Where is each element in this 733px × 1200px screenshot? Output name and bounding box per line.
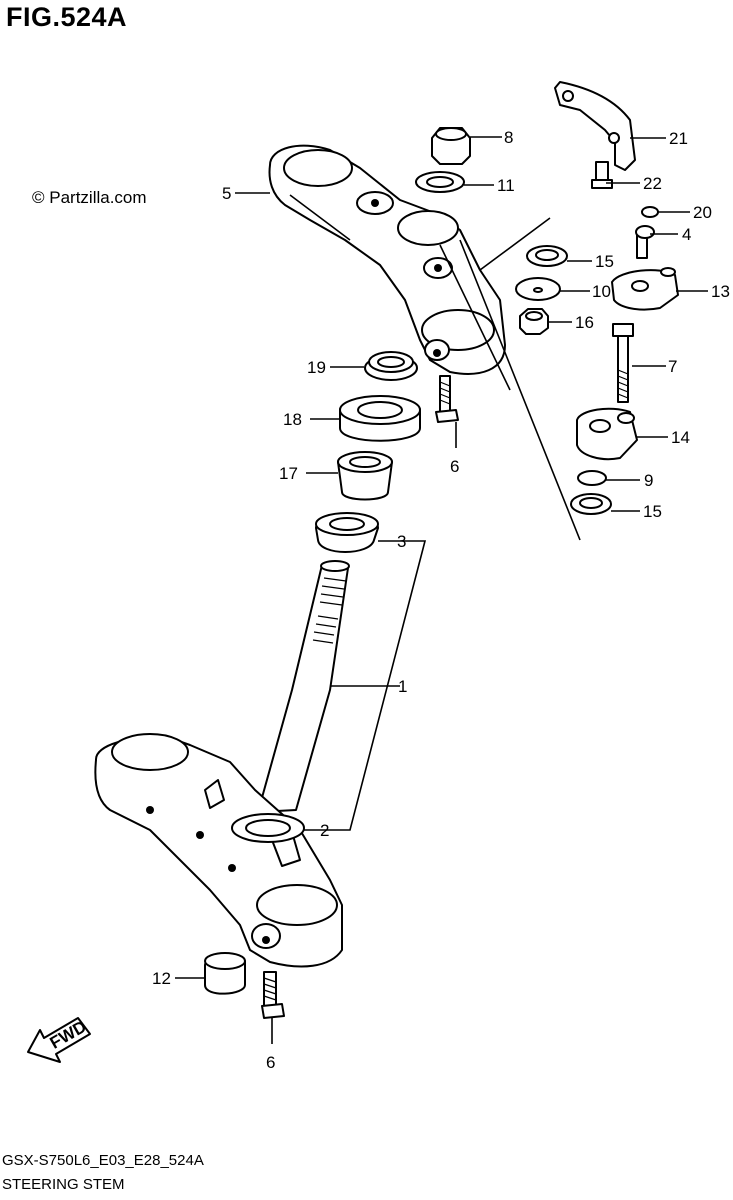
- callout-12: 12: [152, 969, 171, 988]
- steering-stem-nut[interactable]: [364, 351, 418, 381]
- leader-lines: [175, 136, 708, 1044]
- callout-6-lower: 6: [266, 1053, 275, 1072]
- callout-2: 2: [320, 821, 329, 840]
- callout-17: 17: [279, 464, 298, 483]
- callout-22: 22: [643, 174, 662, 193]
- callout-15-upper: 15: [595, 252, 614, 271]
- assembly-guide-line: [439, 244, 511, 391]
- callout-20: 20: [693, 203, 712, 222]
- pinch-bolt-lower[interactable]: [261, 971, 285, 1019]
- stem-seal[interactable]: [231, 813, 305, 843]
- callout-21: 21: [669, 129, 688, 148]
- callout-19: 19: [307, 358, 326, 377]
- holder-bolt[interactable]: [612, 323, 634, 403]
- callout-3: 3: [397, 532, 406, 551]
- callout-16: 16: [575, 313, 594, 332]
- stem-cap-nut[interactable]: [431, 127, 471, 165]
- callout-18: 18: [283, 410, 302, 429]
- figure-title: FIG.524A: [6, 2, 128, 32]
- lower-handlebar-holder[interactable]: [576, 407, 638, 461]
- bracket-bolt[interactable]: [591, 161, 613, 189]
- upper-handlebar-holder[interactable]: [611, 267, 679, 311]
- dust-seal[interactable]: [526, 245, 568, 267]
- assembly-guide-line: [479, 217, 551, 271]
- cable-guide-bracket[interactable]: [554, 81, 636, 171]
- fwd-arrow-icon: FWD: [27, 1017, 91, 1063]
- dust-cover[interactable]: [339, 395, 421, 442]
- stem-plug[interactable]: [204, 952, 246, 995]
- clamp-bolt[interactable]: [635, 225, 655, 259]
- nut[interactable]: [519, 308, 549, 335]
- upper-bracket[interactable]: [268, 144, 506, 375]
- steering-stem[interactable]: [257, 560, 350, 813]
- model-code: GSX-S750L6_E03_E28_524A: [2, 1152, 204, 1169]
- washer[interactable]: [415, 171, 465, 193]
- callout-4: 4: [682, 225, 691, 244]
- pinch-bolt-upper[interactable]: [435, 375, 459, 423]
- lower-dust-seal[interactable]: [570, 493, 612, 515]
- lower-bracket[interactable]: [94, 733, 343, 968]
- lower-bearing[interactable]: [315, 512, 379, 553]
- callout-14: 14: [671, 428, 690, 447]
- cushion[interactable]: [515, 277, 561, 301]
- callout-7: 7: [668, 357, 677, 376]
- section-name: STEERING STEM: [2, 1176, 125, 1193]
- callout-9: 9: [644, 471, 653, 490]
- callout-6-upper: 6: [450, 457, 459, 476]
- callout-13: 13: [711, 282, 730, 301]
- callout-5: 5: [222, 184, 231, 203]
- callout-8: 8: [504, 128, 513, 147]
- callout-11: 11: [497, 176, 515, 195]
- callout-10: 10: [592, 282, 611, 301]
- callout-15-lower: 15: [643, 502, 662, 521]
- cap[interactable]: [641, 206, 659, 218]
- watermark-text: © Partzilla.com: [32, 188, 147, 207]
- upper-bearing[interactable]: [337, 451, 393, 501]
- assembly-guide-line: [459, 239, 581, 541]
- holder-washer[interactable]: [577, 470, 607, 486]
- callout-1: 1: [398, 677, 407, 696]
